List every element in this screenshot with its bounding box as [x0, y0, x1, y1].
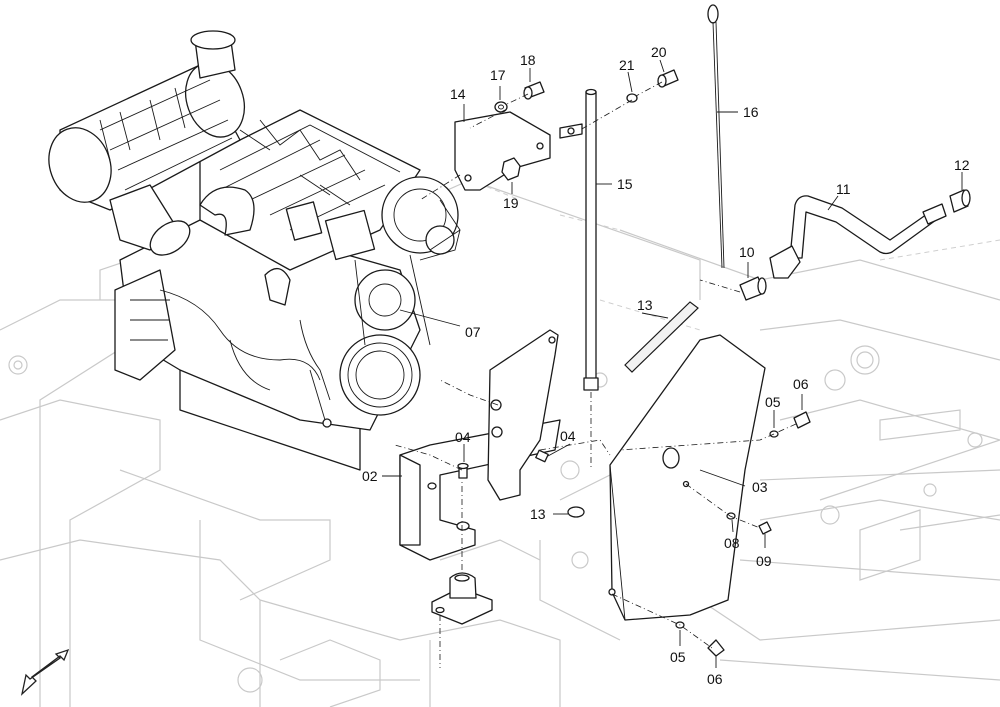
nut-09 — [758, 521, 772, 535]
mounting-plate — [487, 329, 559, 501]
fitting-10 — [739, 245, 801, 301]
bracket-14 — [454, 111, 583, 191]
callout-09: 09 — [756, 553, 772, 569]
engine-assembly — [48, 30, 461, 471]
grommet-13 — [567, 506, 585, 518]
bolt-18 — [523, 81, 545, 100]
callout-08: 08 — [724, 535, 740, 551]
callout-12: 12 — [954, 157, 970, 173]
bolt-04-left — [457, 462, 469, 479]
callout-20: 20 — [651, 44, 667, 60]
callout-17: 17 — [490, 67, 506, 83]
callout-04-left: 04 — [455, 429, 471, 445]
callout-03: 03 — [752, 479, 768, 495]
callout-15: 15 — [617, 176, 633, 192]
callout-19: 19 — [503, 195, 519, 211]
callout-labels: 02 03 04 04 05 05 06 06 07 08 09 10 11 1… — [362, 44, 970, 687]
callout-16: 16 — [743, 104, 759, 120]
callout-10: 10 — [739, 244, 755, 260]
callout-18: 18 — [520, 52, 536, 68]
callout-13-lower: 13 — [530, 506, 546, 522]
callout-02: 02 — [362, 468, 378, 484]
oil-pipe-11 — [789, 195, 947, 259]
cover-panel-03 — [608, 334, 766, 621]
callout-05-lower: 05 — [670, 649, 686, 665]
seal-strip-13 — [624, 301, 699, 373]
fitting-12 — [949, 189, 971, 213]
callout-06-lower: 06 — [707, 671, 723, 687]
assembly-lines — [394, 81, 797, 649]
leader-lines — [382, 59, 963, 668]
nut-19 — [501, 157, 521, 181]
dipstick-16 — [707, 4, 725, 269]
washer-17 — [494, 101, 508, 113]
callout-04-right: 04 — [560, 428, 576, 444]
screw-06-upper — [793, 411, 811, 429]
bolt-04-right — [535, 449, 549, 463]
callout-14: 14 — [450, 86, 466, 102]
dipstick-tube-15 — [583, 88, 599, 470]
callout-05-upper: 05 — [765, 394, 781, 410]
callout-06-upper: 06 — [793, 376, 809, 392]
engine-mount — [431, 480, 493, 668]
callout-21: 21 — [619, 57, 635, 73]
washer-21 — [626, 93, 638, 103]
callout-07: 07 — [465, 324, 481, 340]
direction-arrow-icon — [20, 648, 70, 696]
callout-13-upper: 13 — [637, 297, 653, 313]
callout-11: 11 — [836, 181, 851, 197]
screw-06-lower — [707, 639, 725, 657]
bolt-20 — [657, 69, 679, 88]
